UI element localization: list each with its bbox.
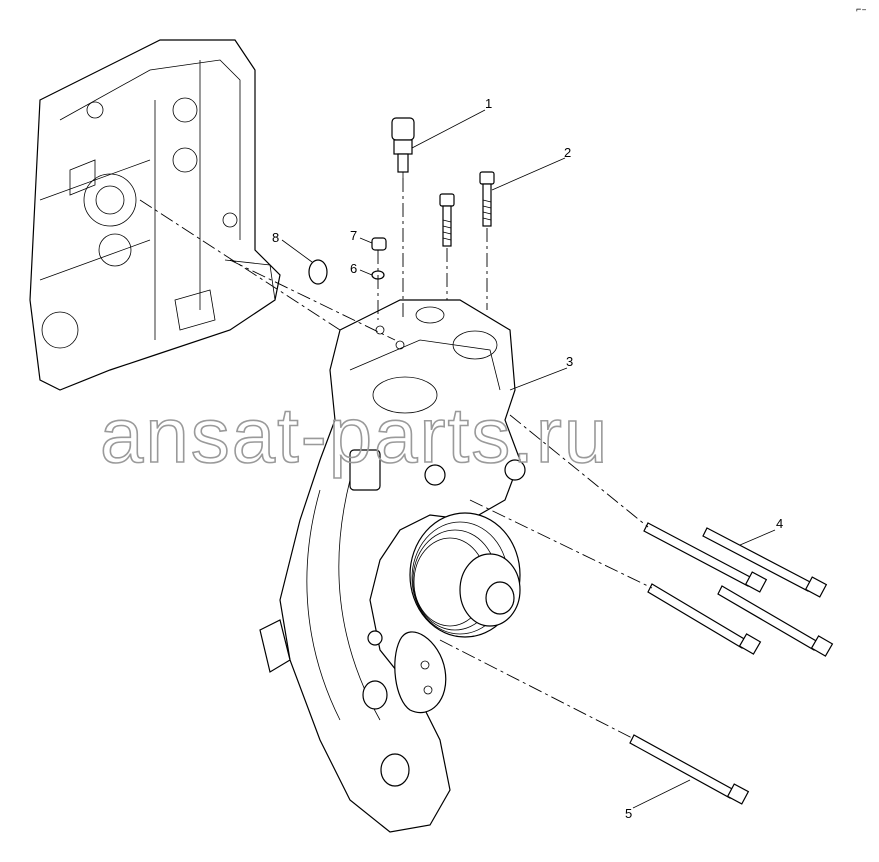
corner-mark: ⌐‒	[856, 5, 867, 15]
callout-4: 4	[776, 516, 783, 531]
water-pump-housing-part-3	[259, 299, 526, 833]
pump-pulley	[409, 512, 521, 638]
callout-7: 7	[350, 228, 357, 243]
long-bolt-part-4-d	[717, 585, 834, 657]
callout-5: 5	[625, 806, 632, 821]
callout-3: 3	[566, 354, 573, 369]
long-bolt-part-4-c	[647, 583, 762, 655]
engine-block	[29, 39, 281, 391]
bolt-part-2-left	[439, 193, 455, 247]
leader-lines	[281, 109, 776, 809]
callout-6: 6	[350, 261, 357, 276]
o-ring-part-8	[308, 259, 328, 285]
long-bolt-part-4-a	[643, 522, 768, 593]
callout-8: 8	[272, 230, 279, 245]
plug-part-7	[371, 237, 387, 251]
long-bolt-part-4-b	[702, 527, 828, 598]
assembly-lines	[139, 178, 653, 740]
callout-2: 2	[564, 145, 571, 160]
long-bolt-part-5	[629, 734, 750, 805]
callout-1: 1	[485, 96, 492, 111]
bolt-part-2-right	[479, 171, 495, 227]
watermark-text: ansat-parts.ru	[100, 391, 609, 479]
sensor-part-1	[391, 117, 415, 178]
